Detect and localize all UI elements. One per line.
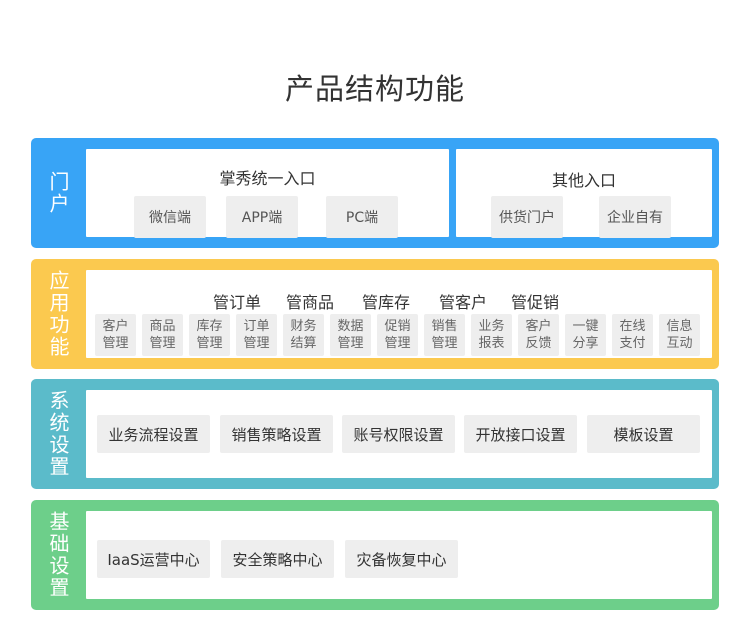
sales-strategy-settings-button[interactable]: 销售策略设置: [220, 415, 333, 453]
system-panel: 业务流程设置 销售策略设置 账号权限设置 开放接口设置 模板设置: [86, 390, 712, 478]
category-products: 管商品: [286, 293, 335, 312]
template-settings-button[interactable]: 模板设置: [587, 415, 700, 453]
base-layer-label: 基础设置: [46, 511, 70, 599]
module-customer-mgmt[interactable]: 客户管理: [95, 314, 136, 356]
unified-entry-title: 掌秀统一入口: [219, 169, 316, 188]
disaster-recovery-center-button[interactable]: 灾备恢复中心: [345, 540, 458, 578]
workflow-settings-button[interactable]: 业务流程设置: [97, 415, 210, 453]
module-order-mgmt[interactable]: 订单管理: [236, 314, 277, 356]
category-promotions: 管促销: [511, 293, 560, 312]
application-layer: 应用功能 管订单 管商品 管库存 管客户 管促销 客户管理 商品管理 库存管理 …: [31, 259, 719, 369]
base-panel: IaaS运营中心 安全策略中心 灾备恢复中心: [86, 511, 712, 599]
entry-wechat[interactable]: 微信端: [134, 196, 206, 238]
entry-supplier-portal[interactable]: 供货门户: [491, 196, 563, 238]
module-inventory-mgmt[interactable]: 库存管理: [189, 314, 230, 356]
iaas-ops-center-button[interactable]: IaaS运营中心: [97, 540, 210, 578]
other-entry-panel: 其他入口 供货门户 企业自有: [456, 149, 712, 238]
module-product-mgmt[interactable]: 商品管理: [142, 314, 183, 356]
application-panel: 管订单 管商品 管库存 管客户 管促销 客户管理 商品管理 库存管理 订单管理 …: [86, 270, 712, 358]
module-business-report[interactable]: 业务报表: [471, 314, 512, 356]
portal-layer: 门户 掌秀统一入口 微信端 APP端 PC端 其他入口 供货门户 企业自有: [31, 138, 719, 248]
module-customer-feedback[interactable]: 客户反馈: [518, 314, 559, 356]
module-data-mgmt[interactable]: 数据管理: [330, 314, 371, 356]
account-permission-settings-button[interactable]: 账号权限设置: [342, 415, 455, 453]
entry-pc[interactable]: PC端: [326, 196, 398, 238]
system-layer-label: 系统设置: [46, 390, 70, 478]
entry-enterprise-own[interactable]: 企业自有: [599, 196, 671, 238]
open-api-settings-button[interactable]: 开放接口设置: [464, 415, 577, 453]
module-online-payment[interactable]: 在线支付: [612, 314, 653, 356]
base-layer: 基础设置 IaaS运营中心 安全策略中心 灾备恢复中心: [31, 500, 719, 610]
system-layer: 系统设置 业务流程设置 销售策略设置 账号权限设置 开放接口设置 模板设置: [31, 379, 719, 489]
category-inventory: 管库存: [362, 293, 411, 312]
portal-layer-label: 门户: [46, 171, 70, 215]
category-customers: 管客户: [439, 293, 488, 312]
page-title: 产品结构功能: [284, 72, 465, 106]
category-orders: 管订单: [213, 293, 262, 312]
module-info-interaction[interactable]: 信息互动: [659, 314, 700, 356]
module-promotion-mgmt[interactable]: 促销管理: [377, 314, 418, 356]
security-strategy-center-button[interactable]: 安全策略中心: [221, 540, 334, 578]
module-sales-mgmt[interactable]: 销售管理: [424, 314, 465, 356]
entry-app[interactable]: APP端: [226, 196, 298, 238]
module-finance-settlement[interactable]: 财务结算: [283, 314, 324, 356]
unified-entry-panel: 掌秀统一入口 微信端 APP端 PC端: [86, 149, 449, 238]
module-one-click-share[interactable]: 一键分享: [565, 314, 606, 356]
other-entry-title: 其他入口: [551, 171, 616, 190]
application-layer-label: 应用功能: [46, 270, 70, 358]
